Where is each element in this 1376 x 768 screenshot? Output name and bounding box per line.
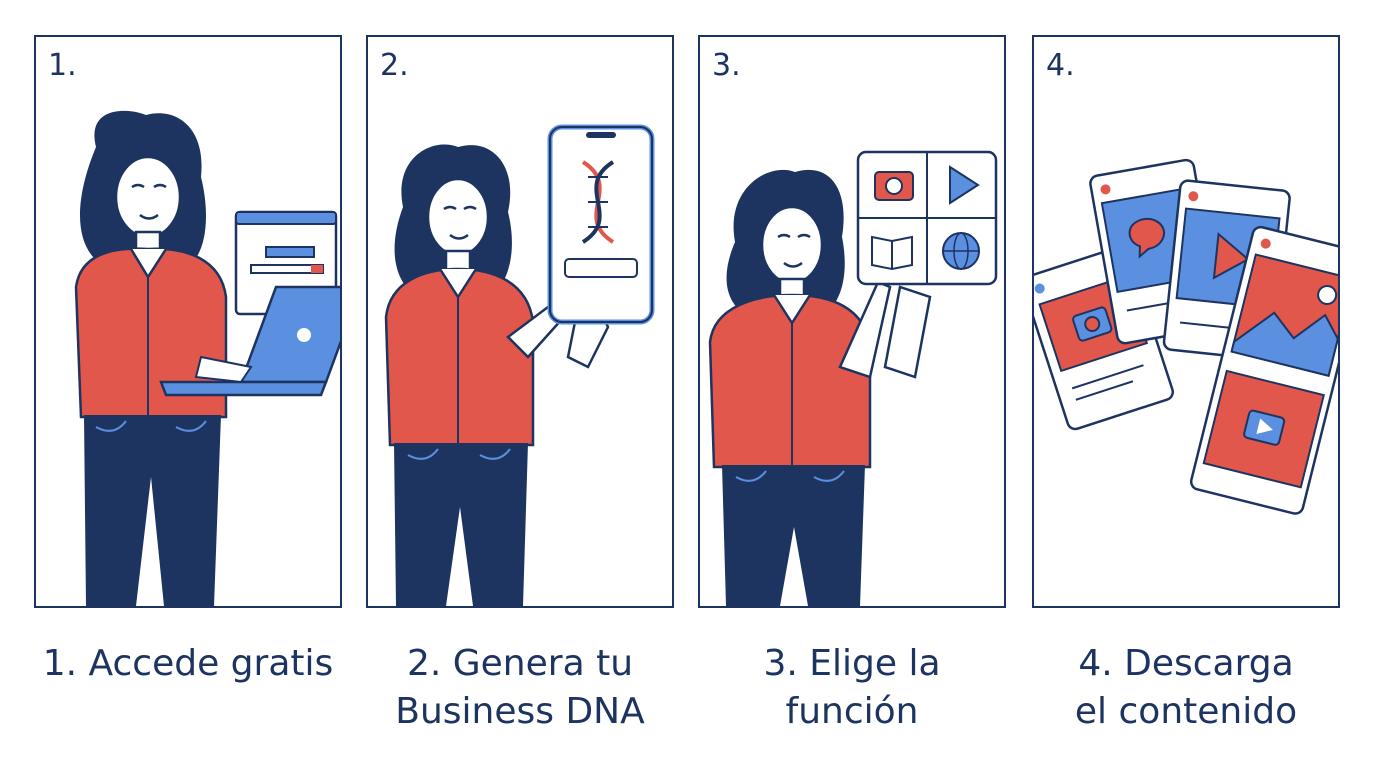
step-number: 2. (380, 48, 409, 83)
social-post-image-icon (1189, 225, 1338, 515)
laptop-icon (159, 285, 340, 397)
caption-line: función (785, 691, 919, 732)
illustration-woman-laptop (74, 110, 340, 606)
caption-line: 4. Descarga (1078, 643, 1294, 684)
illustration-woman-function-grid (708, 150, 998, 606)
step-caption-4: 4. Descarga el contenido (1032, 640, 1340, 736)
step-caption-3: 3. Elige la función (698, 640, 1006, 736)
step-panel-4: 4. (1032, 35, 1340, 608)
step-number: 3. (712, 48, 741, 83)
caption-line: 3. Elige la (763, 643, 941, 684)
illustration-woman-phone (384, 124, 655, 606)
step-number: 1. (48, 48, 77, 83)
step-caption-1: 1. Accede gratis (34, 640, 342, 688)
caption-line: el contenido (1074, 691, 1298, 732)
illustration-social-posts (1034, 158, 1338, 515)
caption-line: Business DNA (395, 691, 645, 732)
step-number: 4. (1046, 48, 1075, 83)
smartphone-icon (547, 124, 655, 325)
caption-line: 2. Genera tu (406, 643, 634, 684)
book-icon (871, 235, 913, 271)
video-icon (1202, 369, 1325, 489)
camera-icon (874, 171, 914, 201)
play-icon (949, 165, 980, 205)
step-panel-2: 2. (366, 35, 674, 608)
step-caption-2: 2. Genera tu Business DNA (366, 640, 674, 736)
caption-line: 1. Accede gratis (42, 643, 334, 684)
dna-icon (581, 160, 615, 244)
step-panel-1: 1. (34, 35, 342, 608)
step-panel-3: 3. (698, 35, 1006, 608)
globe-icon (942, 232, 980, 270)
